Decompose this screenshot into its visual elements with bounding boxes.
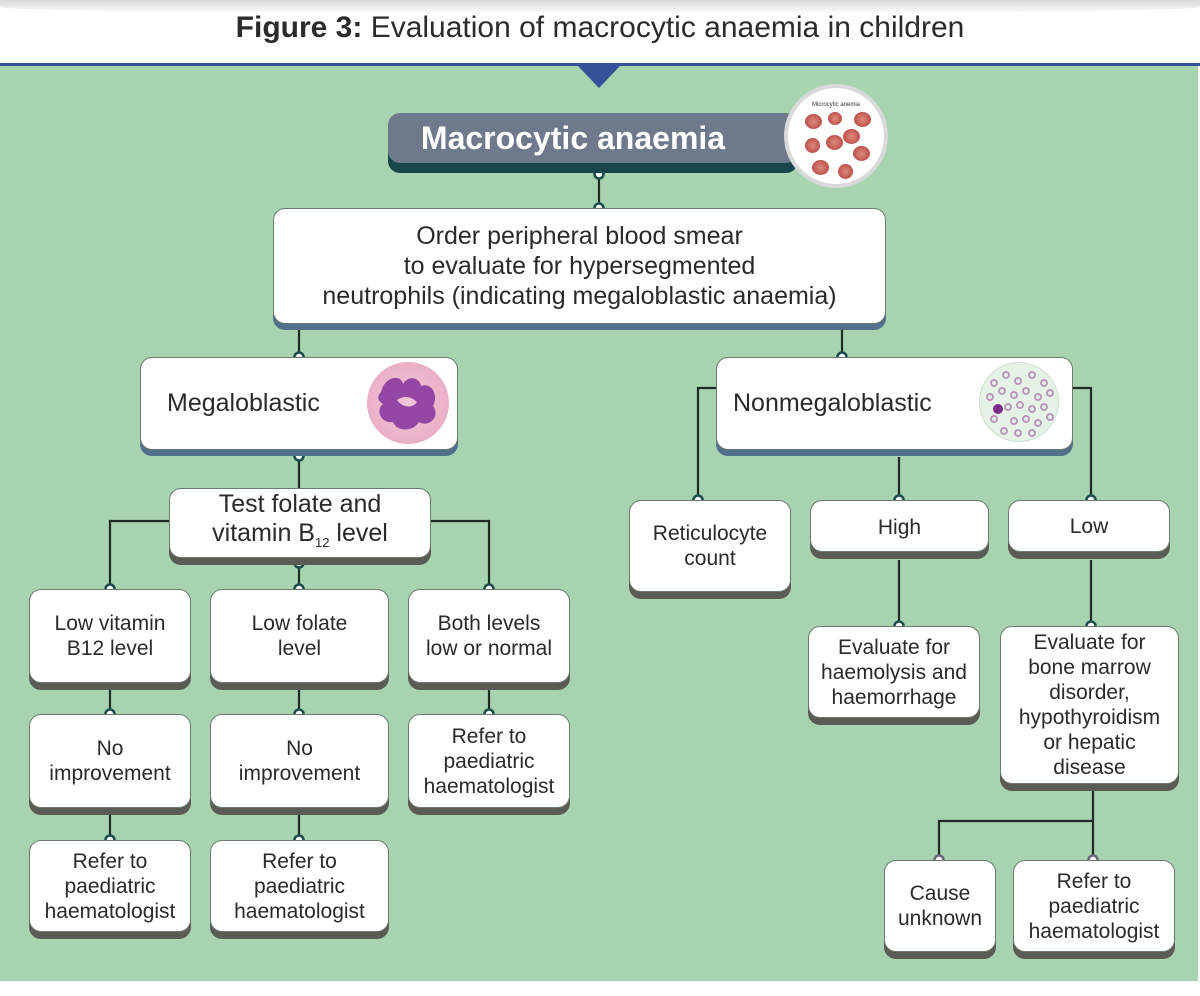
node-label-line: disorder, xyxy=(1049,681,1130,704)
subscript: 12 xyxy=(314,534,330,550)
node-label-line: Reticulocyte xyxy=(652,522,768,545)
node-label-line: Low vitamin xyxy=(54,612,166,635)
red-blood-cells-illustration-icon: Microcytic anemia xyxy=(784,84,888,188)
node-label-line: haematologist xyxy=(44,899,176,923)
node-label-line: haemolysis and xyxy=(821,660,967,684)
node-label-line: Evaluate for xyxy=(1033,631,1146,654)
node-label-line: improvement xyxy=(49,762,171,785)
node-label-line: to evaluate for hypersegmented xyxy=(403,252,756,280)
red-cell-icon xyxy=(826,135,843,150)
node-label-line: unknown xyxy=(897,907,983,930)
node-label-line: B12 level xyxy=(66,637,154,660)
node-label-line: haematologist xyxy=(423,774,555,798)
node-label-line: paediatric xyxy=(1048,894,1140,918)
node-label-line: haematologist xyxy=(234,899,365,923)
node-label-line: paediatric xyxy=(64,874,156,898)
node-label-line: vitamin B xyxy=(212,518,315,547)
red-cell-icon xyxy=(853,146,870,161)
node-label-line: neutrophils (indicating megaloblastic an… xyxy=(322,282,837,310)
node-label-line: improvement xyxy=(238,762,361,785)
node-label-line: Order peripheral blood smear xyxy=(416,222,743,250)
node-label-line: haematologist xyxy=(1028,919,1160,943)
node-label: Macrocytic anaemia xyxy=(420,119,726,156)
node-label-line: Both levels xyxy=(437,612,541,635)
node-label-line: Test folate and xyxy=(218,489,382,518)
node-label-line: paediatric xyxy=(443,749,535,773)
node-label-line: hypothyroidism xyxy=(1018,706,1161,729)
node-label-line: Refer to xyxy=(451,724,527,748)
node-label-line: haemorrhage xyxy=(831,685,957,709)
node-label-line: low or normal xyxy=(425,637,553,660)
node-label-line: paediatric xyxy=(253,874,346,898)
pointer-arrow-icon xyxy=(578,66,620,88)
figure-caption: Evaluation of macrocytic anaemia in chil… xyxy=(362,11,965,44)
node-label-line: Evaluate for xyxy=(837,635,951,659)
node-label-line: disease xyxy=(1053,756,1126,779)
node-order-blood-smear: Order peripheral blood smear to evaluate… xyxy=(273,208,886,324)
node-label-line: count xyxy=(684,547,736,570)
node-high: High xyxy=(810,500,989,552)
blood-smear-icon xyxy=(979,362,1059,442)
node-label-line: Low xyxy=(1069,514,1109,538)
red-cell-icon xyxy=(805,138,820,153)
hypersegmented-neutrophil-icon xyxy=(367,362,449,444)
red-cell-icon xyxy=(812,160,829,175)
node-label-line: Refer to xyxy=(72,849,148,873)
top-shade xyxy=(0,0,1200,14)
figure-title: Figure 3: Evaluation of macrocytic anaem… xyxy=(0,8,1200,48)
red-cell-icon xyxy=(805,114,822,129)
figure-number: Figure 3: xyxy=(235,11,363,44)
red-cell-icon xyxy=(843,129,860,144)
node-test-folate-b12: Test folate and vitamin B12 level xyxy=(169,488,431,558)
node-label: Nonmegaloblastic xyxy=(733,389,932,417)
node-label-line: Cause xyxy=(909,882,971,905)
node-label-line: Low folate xyxy=(251,612,348,635)
node-label-line: No xyxy=(96,737,124,760)
red-cell-icon xyxy=(828,112,842,125)
node-label-line: No xyxy=(286,737,313,760)
red-cell-icon xyxy=(838,164,853,179)
node-label-line: level xyxy=(277,637,322,660)
node-low: Low xyxy=(1008,500,1170,552)
node-label: Megaloblastic xyxy=(167,389,320,417)
node-evaluate-bone-marrow: Evaluate for bone marrow disorder, hypot… xyxy=(1000,626,1179,784)
node-label-line: Refer to xyxy=(1056,869,1132,893)
red-cell-icon xyxy=(854,112,871,127)
node-macrocytic-anaemia: Macrocytic anaemia xyxy=(388,113,798,163)
node-label-line: High xyxy=(877,516,922,539)
node-label-line: Refer to xyxy=(262,849,337,873)
title-divider xyxy=(0,63,1200,66)
smear-cells-icon xyxy=(986,371,1054,437)
node-label-line: or hepatic xyxy=(1043,731,1136,754)
node-label-line: level xyxy=(329,518,388,547)
neutrophil-nucleus-icon xyxy=(378,377,436,430)
illustration-caption: Microcytic anemia xyxy=(811,102,860,108)
node-label-line: bone marrow xyxy=(1028,656,1151,679)
